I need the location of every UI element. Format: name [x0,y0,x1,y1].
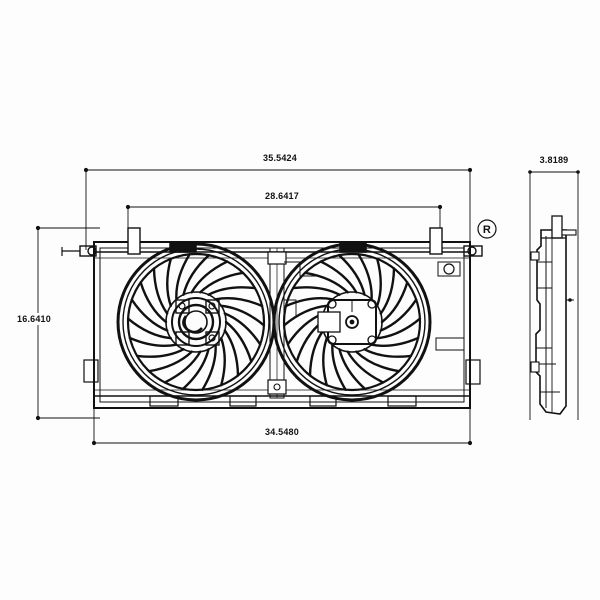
dim-label-height-left: 16.6410 [17,314,51,324]
dim-label-depth-side: 3.8189 [540,155,569,165]
left-fan-hub [171,297,221,347]
dim-depth-side [528,170,580,420]
right-fan-hub [317,299,377,345]
registered-symbol-letter: R [483,224,491,236]
dim-label-mount-span: 28.6417 [265,191,299,201]
watermark [248,470,358,504]
left-fan-blade-assembly [116,242,276,402]
right-fan-blade-assembly [272,242,432,402]
dimension-labels: 35.5424 28.6417 16.6410 34.5480 3.8189 [9,152,576,438]
dimension-layer [35,167,580,446]
shroud-frame [61,227,483,409]
dim-overall-width-top [83,167,473,250]
dim-overall-width-bottom [91,400,473,446]
registered-mark: R [477,219,497,239]
right-side-profile-view [530,215,577,415]
dim-label-overall-width-bottom: 34.5480 [265,427,299,437]
dim-label-overall-width-top: 35.5424 [263,153,297,163]
